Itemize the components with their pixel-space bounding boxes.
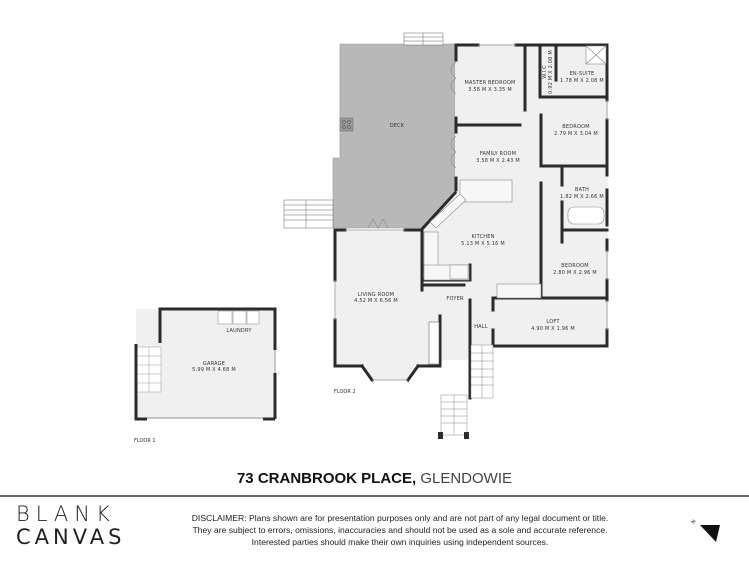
disclaimer-line-3: Interested parties should make their own… — [251, 537, 549, 547]
north-label: N — [691, 519, 698, 525]
room-label-master-bedroom: MASTER BEDROOM — [464, 80, 515, 86]
room-label-loft: LOFT — [546, 319, 560, 325]
deck-stairs-top — [403, 32, 444, 46]
room-label-wic: W.I.C — [542, 65, 548, 79]
room-label-bath: BATH — [575, 187, 589, 193]
bifold-doors — [367, 61, 457, 229]
kitchen-counters — [423, 179, 542, 299]
laundry-fixtures — [217, 310, 260, 325]
room-label-foyer: FOYER — [446, 296, 464, 302]
floor-plan: DECK MASTER BEDROOM 3.58 M X 3.35 M W.I.… — [134, 32, 609, 444]
entry-stairs — [440, 394, 468, 436]
bbq-icon — [339, 117, 354, 132]
room-label-kitchen: KITCHEN — [471, 234, 494, 240]
room-size-bath: 1.82 M X 2.66 M — [560, 194, 604, 200]
property-address: 73 CRANBROOK PLACE, GLENDOWIE — [0, 470, 749, 487]
address-street: 73 CRANBROOK PLACE, — [236, 470, 417, 487]
brand-logo: BLANK CANVAS — [16, 503, 136, 549]
room-size-loft: 4.90 M X 1.96 M — [531, 326, 575, 332]
north-arrow-icon: N — [691, 519, 720, 542]
logo-line-2: CANVAS — [16, 525, 126, 549]
deck-area — [332, 43, 456, 229]
bathtub — [567, 206, 605, 225]
floor-1-label: FLOOR 1 — [134, 438, 156, 444]
room-size-kitchen: 5.13 M X 5.16 M — [461, 241, 505, 247]
disclaimer: DISCLAIMER: Plans shown are for presenta… — [180, 512, 620, 548]
deck-stairs-left — [283, 199, 334, 229]
room-label-bedroom-2: BEDROOM — [561, 263, 589, 269]
room-label-hall: HALL — [474, 324, 488, 330]
floor-2-label: FLOOR 2 — [334, 389, 356, 395]
room-size-living-room: 4.52 M X 6.56 M — [354, 298, 398, 304]
room-label-garage: GARAGE — [203, 361, 225, 367]
logo-line-1: BLANK — [16, 502, 116, 526]
room-label-family-room: FAMILY ROOM — [480, 151, 516, 157]
room-size-family-room: 3.58 M X 2.43 M — [476, 158, 520, 164]
room-label-en-suite: EN-SUITE — [570, 71, 595, 77]
divider — [0, 495, 749, 497]
room-label-bedroom-1: BEDROOM — [562, 124, 590, 130]
room-size-bedroom-2: 2.80 M X 2.96 M — [553, 270, 597, 276]
address-suburb: GLENDOWIE — [416, 470, 513, 487]
disclaimer-line-2: They are subject to errors, omissions, i… — [192, 525, 608, 535]
room-size-master-bedroom: 3.58 M X 3.35 M — [468, 87, 512, 93]
shower — [585, 45, 607, 65]
garage-walls — [134, 307, 277, 421]
room-size-wic: 0.92 M X 2.08 M — [548, 50, 554, 94]
fireplace — [428, 321, 440, 365]
room-size-en-suite: 1.78 M X 2.08 M — [560, 78, 604, 84]
room-size-bedroom-1: 2.79 M X 3.04 M — [554, 131, 598, 137]
room-label-laundry: LAUNDRY — [226, 328, 252, 334]
interior-stairs — [470, 344, 494, 399]
disclaimer-line-1: DISCLAIMER: Plans shown are for presenta… — [191, 513, 609, 523]
room-label-living-room: LIVING ROOM — [358, 292, 394, 298]
room-label-deck: DECK — [390, 123, 405, 129]
garage-stairs — [136, 346, 162, 393]
room-size-garage: 5.99 M X 4.68 M — [192, 367, 236, 373]
